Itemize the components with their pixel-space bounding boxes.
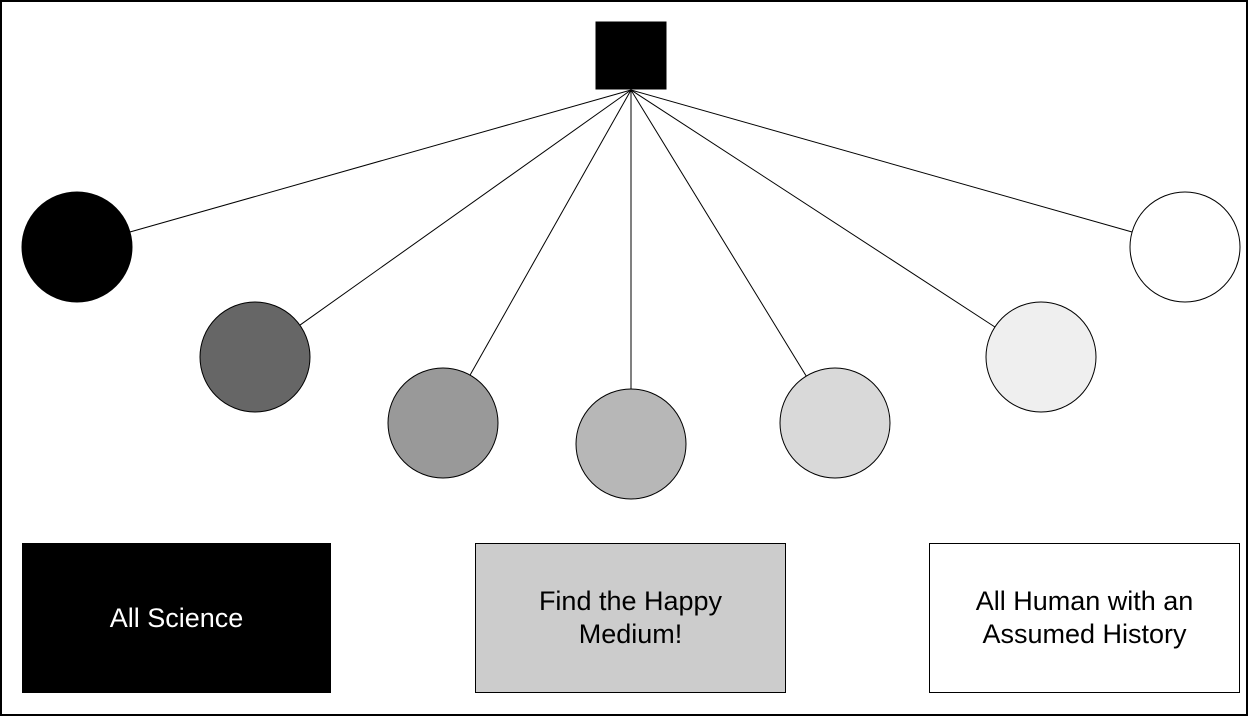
connector-line-6 [630,89,996,328]
spectrum-node-3 [387,367,499,479]
spectrum-node-2 [199,301,311,413]
all-human-label: All Human with an Assumed History [975,586,1194,649]
spectrum-nodes [21,191,1241,500]
hub-square [595,21,667,90]
connector-line-5 [630,89,807,377]
connector-lines [129,89,1133,389]
spectrum-node-5 [779,367,891,479]
connector-line-3 [469,89,632,376]
happy-medium-box: Find the Happy Medium! [475,543,786,693]
connector-line-1 [129,89,632,233]
spectrum-node-7 [1129,191,1241,303]
all-science-label: All Science [109,602,244,633]
spectrum-node-6 [985,301,1097,413]
spectrum-node-1 [21,191,133,303]
all-human-box: All Human with an Assumed History [929,543,1240,693]
connector-line-2 [299,89,632,326]
all-science-box: All Science [22,543,331,693]
connector-line-7 [630,89,1133,233]
happy-medium-label: Find the Happy Medium! [538,586,723,649]
spectrum-node-4 [575,388,687,500]
